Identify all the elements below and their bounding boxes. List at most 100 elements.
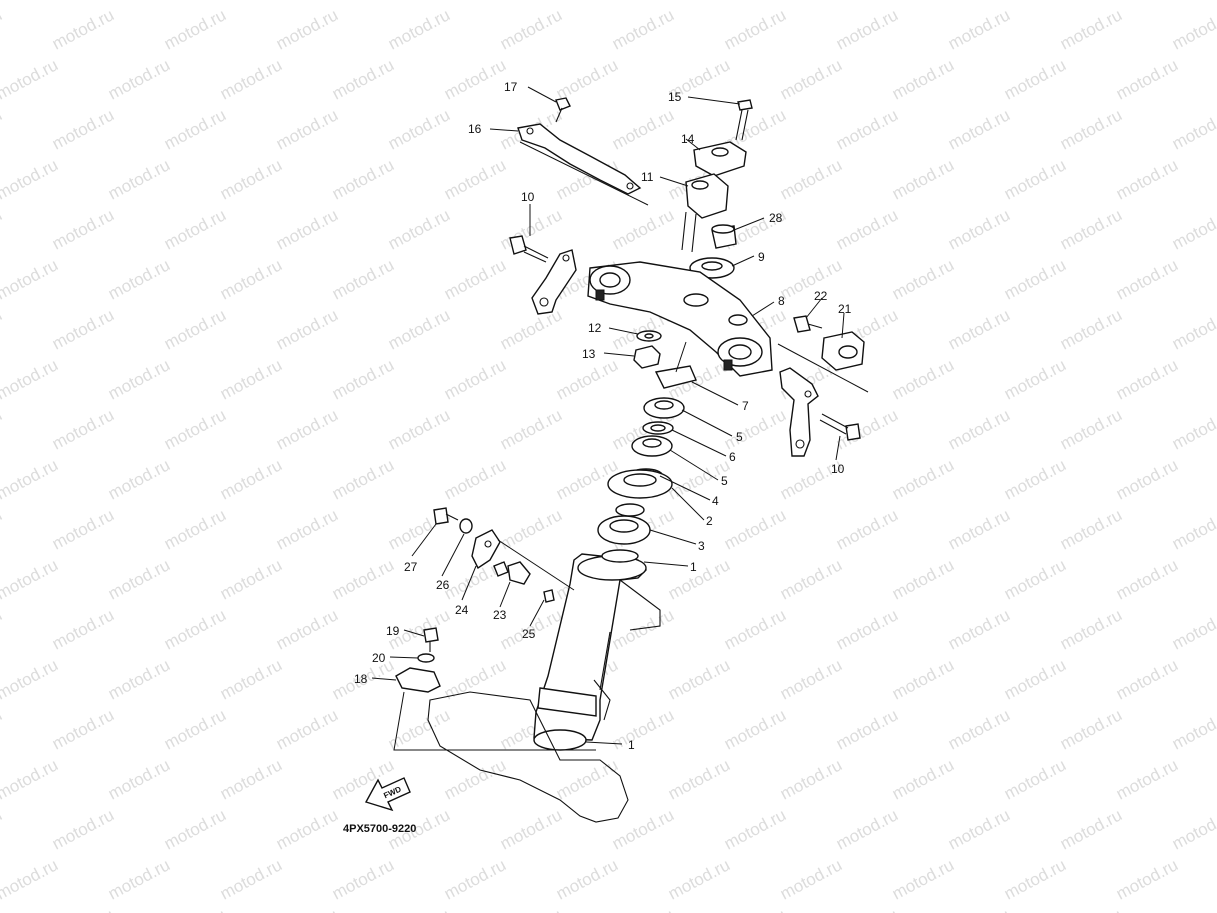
watermark-text: motod.ru	[441, 455, 509, 503]
watermark-text: motod.ru	[609, 805, 677, 853]
watermark-text: motod.ru	[1169, 5, 1217, 53]
part-18-bracket	[393, 667, 596, 751]
callout-28: 28	[769, 211, 783, 225]
watermark-text: motod.ru	[721, 605, 789, 653]
watermark-text: motod.ru	[1169, 505, 1217, 553]
watermark-text: motod.ru	[273, 105, 341, 153]
watermark-text: motod.ru	[553, 755, 621, 803]
watermark-text: motod.ru	[273, 505, 341, 553]
watermark-text: motod.ru	[0, 105, 5, 153]
part-21-clamp	[777, 331, 869, 393]
watermark-text: motod.ru	[945, 905, 1013, 913]
watermark-text: motod.ru	[329, 55, 397, 103]
part-3-bearing	[597, 515, 651, 545]
watermark-text: motod.ru	[1001, 255, 1069, 303]
watermark-text: motod.ru	[1113, 755, 1181, 803]
watermark-text: motod.ru	[385, 105, 453, 153]
watermark-text: motod.ru	[497, 405, 565, 453]
watermark-text: motod.ru	[1113, 255, 1181, 303]
watermark-text: motod.ru	[1001, 455, 1069, 503]
watermark-text: motod.ru	[385, 5, 453, 53]
watermark-text: motod.ru	[441, 255, 509, 303]
watermark-text: motod.ru	[889, 355, 957, 403]
watermark-text: motod.ru	[0, 155, 61, 203]
watermark-text: motod.ru	[329, 355, 397, 403]
watermark-text: motod.ru	[1113, 855, 1181, 903]
diagram-code: 4PX5700-9220	[343, 823, 416, 835]
watermark-text: motod.ru	[161, 505, 229, 553]
part-23-lock	[493, 561, 531, 585]
watermark-text: motod.ru	[1057, 805, 1125, 853]
fwd-arrow-icon: FWD	[364, 777, 411, 812]
part-5-ring-nut-upper	[643, 397, 685, 419]
callout-4: 4	[712, 494, 719, 508]
watermark-text: motod.ru	[1057, 405, 1125, 453]
watermark-text: motod.ru	[665, 0, 733, 4]
callout-6: 6	[729, 450, 736, 464]
watermark-text: motod.ru	[1169, 305, 1217, 353]
watermark-text: motod.ru	[721, 405, 789, 453]
watermark-text: motod.ru	[945, 405, 1013, 453]
watermark-text: motod.ru	[721, 705, 789, 753]
watermark-text: motod.ru	[497, 205, 565, 253]
watermark-text: motod.ru	[889, 755, 957, 803]
watermark-text: motod.ru	[721, 5, 789, 53]
callout-5-upper: 5	[736, 430, 743, 444]
part-10-left	[509, 235, 577, 315]
watermark-text: motod.ru	[105, 455, 173, 503]
part-17-bolt	[555, 97, 571, 123]
watermark-text: motod.ru	[105, 355, 173, 403]
watermark-text: motod.ru	[217, 755, 285, 803]
watermark-text: motod.ru	[217, 255, 285, 303]
watermark-text: motod.ru	[833, 205, 901, 253]
watermark-text: motod.ru	[721, 505, 789, 553]
watermark-text: motod.ru	[0, 205, 5, 253]
watermark-text: motod.ru	[1001, 755, 1069, 803]
watermark-text: motod.ru	[49, 405, 117, 453]
watermark-text: motod.ru	[0, 255, 61, 303]
callout-7: 7	[742, 399, 749, 413]
watermark-text: motod.ru	[273, 705, 341, 753]
watermark-text: motod.ru	[1057, 705, 1125, 753]
watermark-text: motod.ru	[105, 255, 173, 303]
watermark-text: motod.ru	[945, 705, 1013, 753]
callout-8: 8	[778, 294, 785, 308]
watermark-text: motod.ru	[1113, 655, 1181, 703]
watermark-text: motod.ru	[889, 655, 957, 703]
watermark-text: motod.ru	[385, 305, 453, 353]
watermark-text: motod.ru	[1001, 855, 1069, 903]
watermark-text: motod.ru	[945, 305, 1013, 353]
watermark-text: motod.ru	[161, 905, 229, 913]
watermark-text: motod.ru	[441, 155, 509, 203]
watermark-text: motod.ru	[833, 805, 901, 853]
watermark-text: motod.ru	[665, 655, 733, 703]
watermark-text: motod.ru	[609, 205, 677, 253]
watermark-text: motod.ru	[273, 305, 341, 353]
watermark-text: motod.ru	[609, 905, 677, 913]
callout-19: 19	[386, 624, 400, 638]
watermark-text: motod.ru	[217, 155, 285, 203]
watermark-text: motod.ru	[777, 0, 845, 4]
watermark-text: motod.ru	[609, 5, 677, 53]
watermark-text: motod.ru	[609, 105, 677, 153]
watermark-text: motod.ru	[273, 405, 341, 453]
watermark-text: motod.ru	[1001, 0, 1069, 4]
watermark-text: motod.ru	[0, 5, 5, 53]
callout-17: 17	[504, 80, 518, 94]
part-10-right	[779, 367, 861, 457]
watermark-text: motod.ru	[49, 305, 117, 353]
watermark-text: motod.ru	[1057, 905, 1125, 913]
watermark-text: motod.ru	[161, 805, 229, 853]
watermark-text: motod.ru	[889, 0, 957, 4]
part-28-cap	[711, 224, 737, 249]
watermark-text: motod.ru	[1057, 305, 1125, 353]
frame-tube	[427, 679, 629, 823]
watermark-text: motod.ru	[49, 5, 117, 53]
part-12-washer	[636, 330, 662, 342]
watermark-text: motod.ru	[0, 305, 5, 353]
part-11-holder-lower	[681, 173, 729, 253]
watermark-text: motod.ru	[161, 5, 229, 53]
watermark-text: motod.ru	[329, 455, 397, 503]
watermark-text: motod.ru	[217, 655, 285, 703]
watermark-text: motod.ru	[161, 205, 229, 253]
